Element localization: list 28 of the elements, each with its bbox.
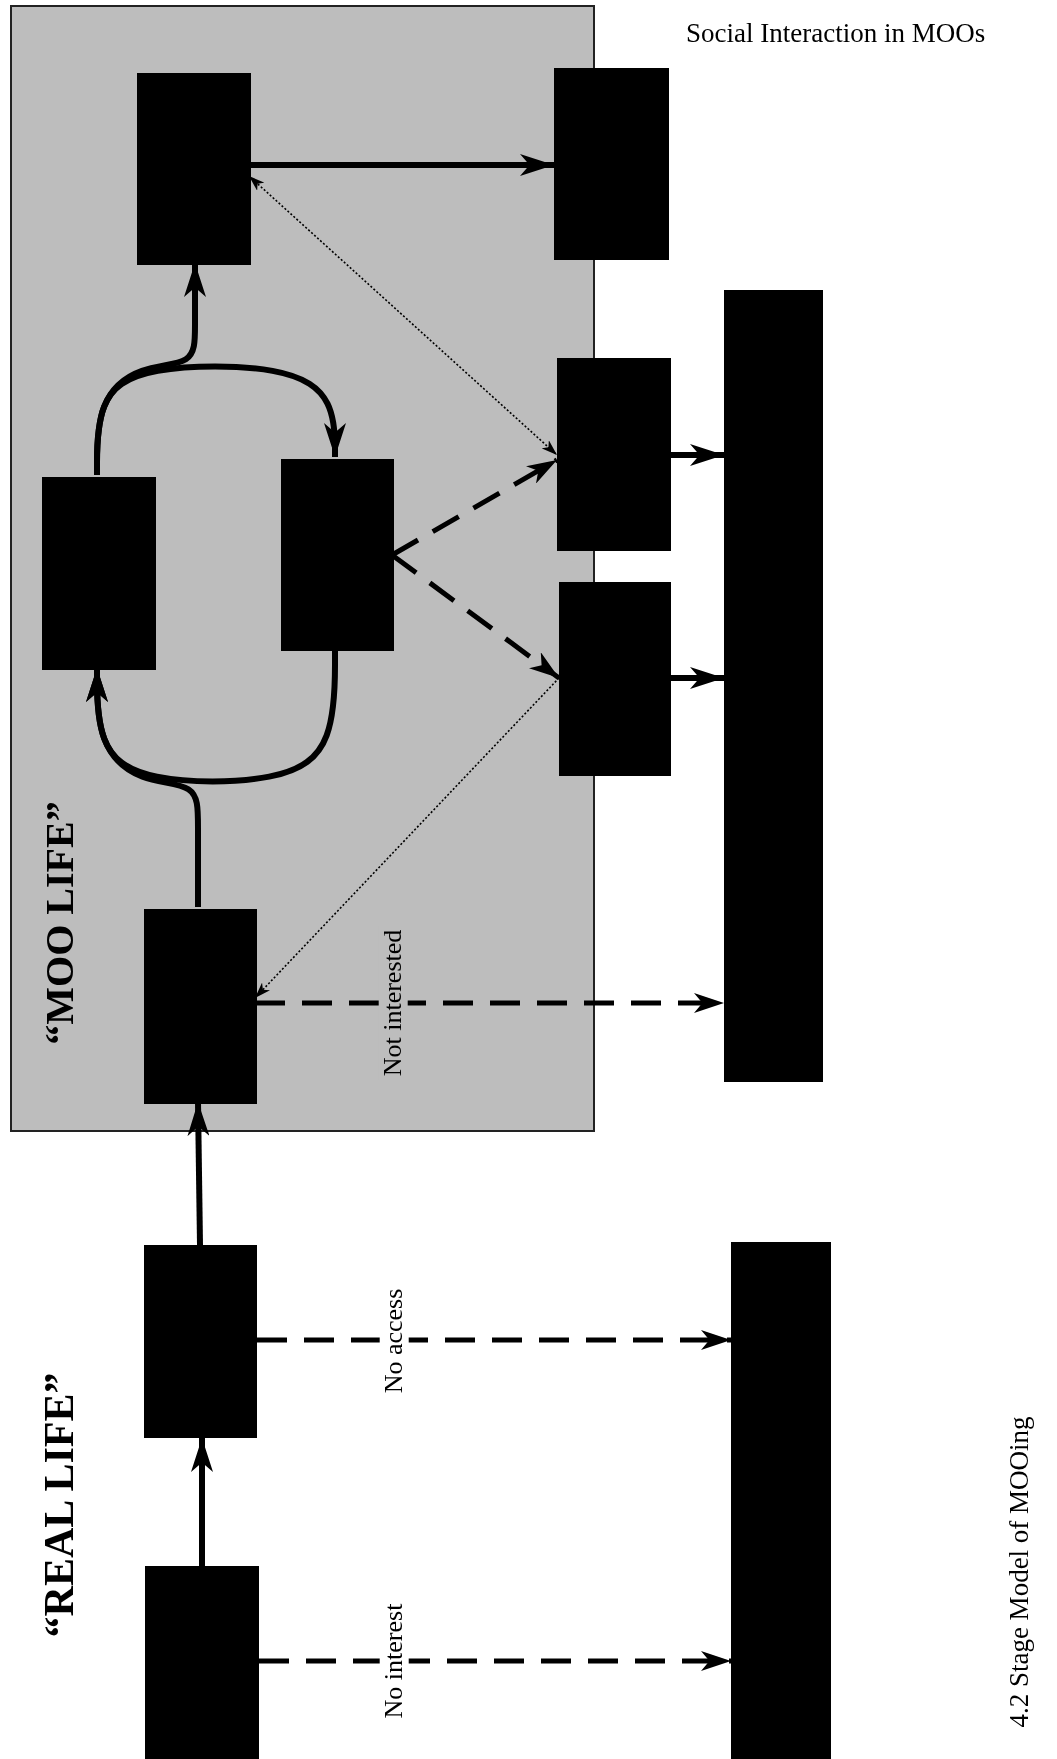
running-header: Social Interaction in MOOs [686, 18, 986, 49]
dashed-arrow [255, 993, 724, 1013]
arrow [671, 444, 724, 466]
arrow [191, 1438, 213, 1566]
arrow [187, 1101, 210, 1246]
dashed-arrow [259, 1651, 731, 1671]
textured-panel [10, 5, 595, 1132]
filled-box [724, 290, 823, 1082]
filled-box [557, 358, 671, 551]
filled-box [554, 68, 669, 260]
dashed-arrow [257, 1330, 731, 1350]
dotted-arrow [254, 677, 560, 999]
panel-heading: “MOO LIFE” [38, 801, 82, 1045]
filled-box [144, 1245, 257, 1438]
filled-box [42, 477, 156, 670]
filled-box [559, 582, 671, 776]
filled-box [281, 459, 394, 651]
arrow [86, 649, 338, 785]
arrow [94, 263, 206, 475]
dotted-arrow [248, 175, 558, 456]
arrow [671, 667, 724, 689]
filled-box [145, 1566, 259, 1759]
figure-caption: 4.2 Stage Model of MOOing [1005, 1416, 1035, 1728]
arrow [249, 154, 554, 176]
filled-box [137, 73, 251, 265]
filled-box [731, 1242, 831, 1759]
section-heading: “REAL LIFE” [35, 1372, 83, 1638]
filled-box [144, 909, 257, 1104]
